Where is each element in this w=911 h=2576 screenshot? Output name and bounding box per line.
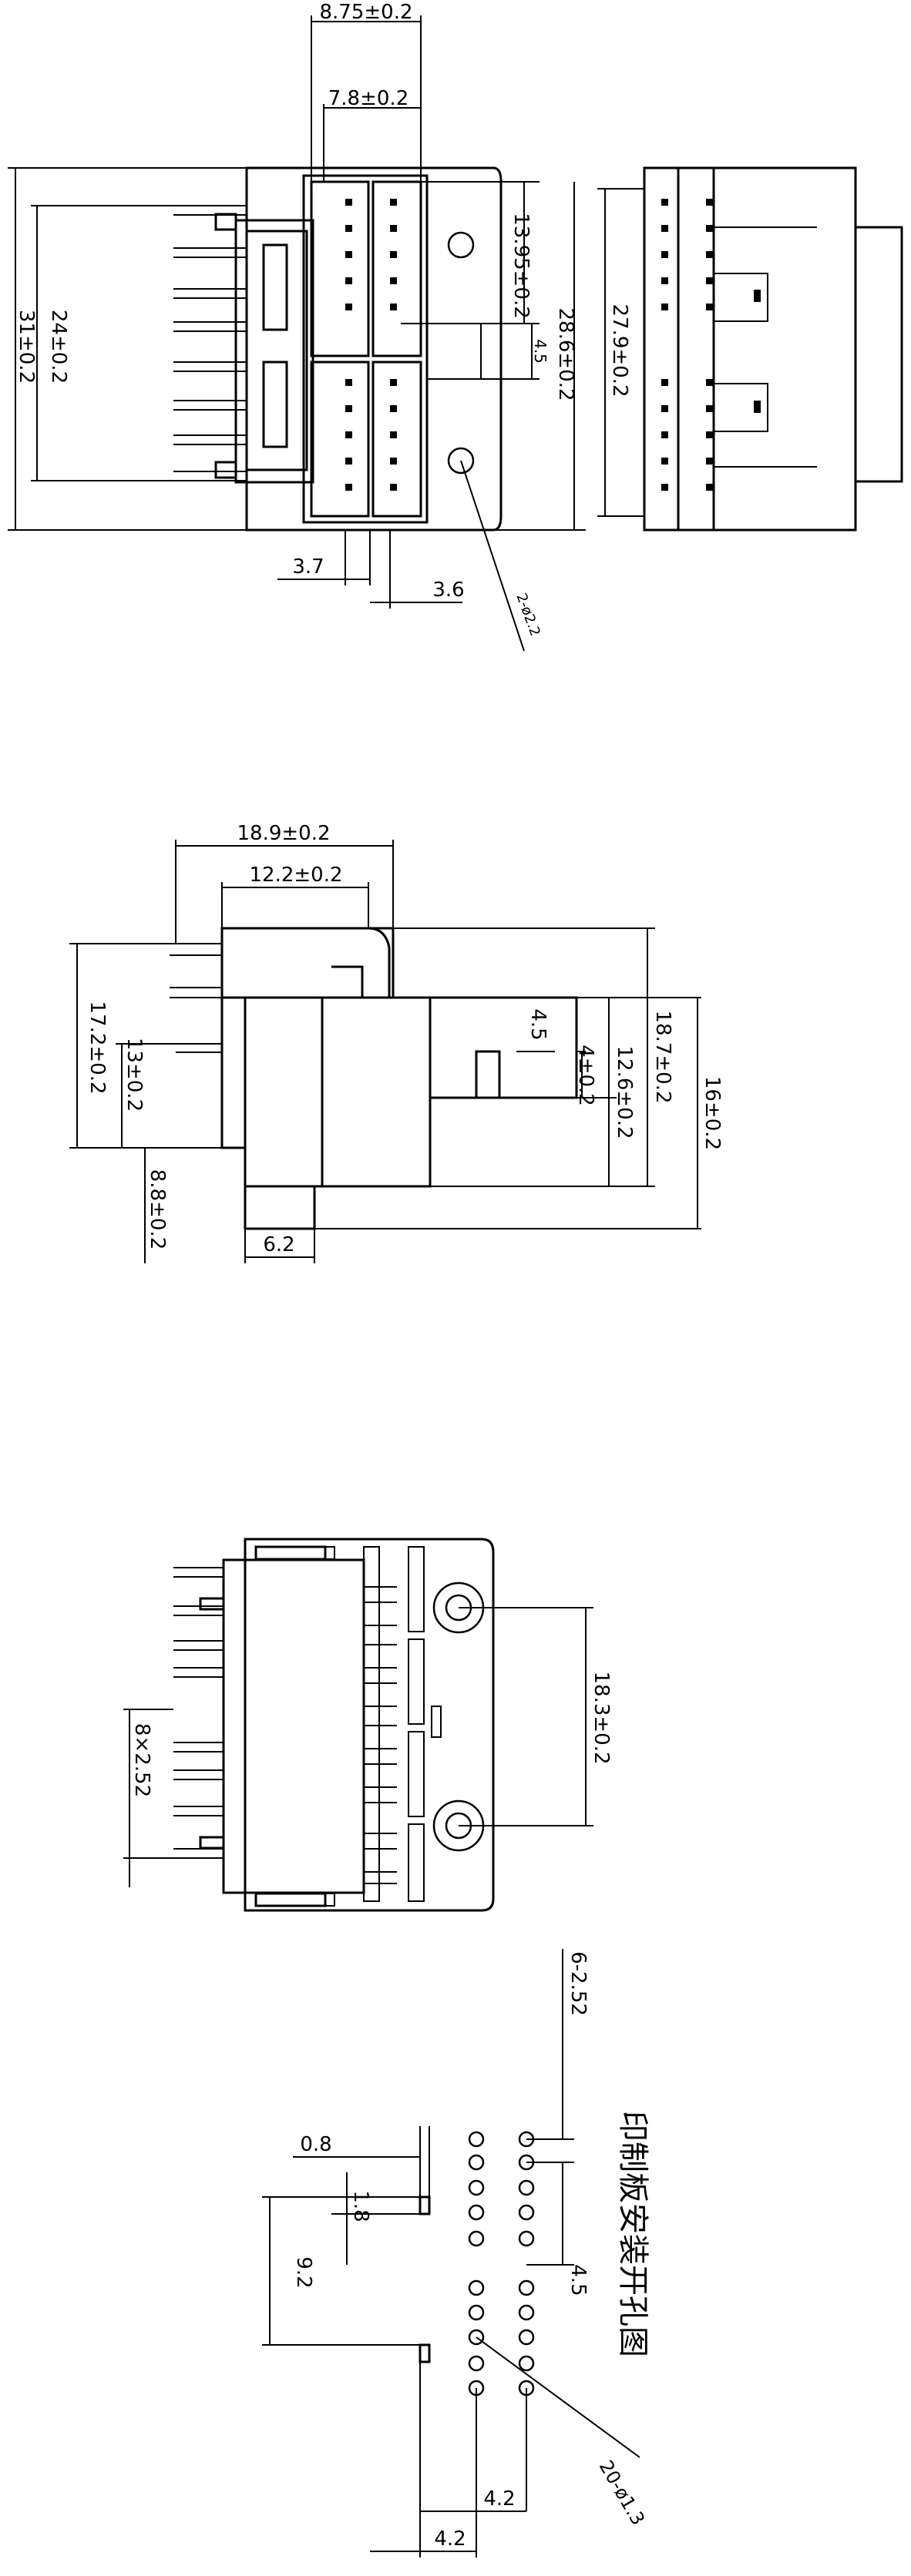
dim-7-8: 7.8±0.2 xyxy=(328,87,408,110)
dim-4-5: 4.5 xyxy=(566,2264,590,2296)
dim-12-2: 12.2±0.2 xyxy=(249,864,342,887)
dim-13: 13±0.2 xyxy=(123,1038,146,1112)
dim-8-8: 8.8±0.2 xyxy=(146,1169,169,1249)
dim-16: 16±0.2 xyxy=(701,1076,724,1150)
dim-18-9: 18.9±0.2 xyxy=(237,822,330,845)
top-view: 8.75±0.2 7.8±0.2 24±0.2 31±0.2 13.95±0.2… xyxy=(8,1,903,652)
dim-3-7: 3.7 xyxy=(292,555,324,579)
dim-31: 31±0.2 xyxy=(15,310,38,384)
pcb-layout-title: 印制板安装开孔图 xyxy=(615,2111,650,2357)
pcb-layout-view: 6-2.52 0.8 1.8 9.2 4.5 4.2 4.2 20-ø1.3 印… xyxy=(262,1949,650,2558)
dim-18-3: 18.3±0.2 xyxy=(590,1671,613,1764)
dim-slot-4: 4±0.2 xyxy=(574,1045,597,1106)
dim-8-75: 8.75±0.2 xyxy=(319,1,412,24)
dim-6-2: 6.2 xyxy=(263,1233,294,1256)
dim-1-8: 1.8 xyxy=(349,2190,372,2222)
dim-6-2-52: 6-2.52 xyxy=(566,1951,590,2016)
side-view: 18.9±0.2 12.2±0.2 17.2±0.2 13±0.2 8.8±0.… xyxy=(69,822,724,1263)
dim-13-95: 13.95±0.2 xyxy=(509,213,533,319)
dim-24: 24±0.2 xyxy=(47,310,70,384)
dim-3-6: 3.6 xyxy=(432,579,464,602)
dim-12-6: 12.6±0.2 xyxy=(613,1045,636,1139)
dim-9-2: 9.2 xyxy=(292,2256,315,2288)
dim-slot-4-5: 4.5 xyxy=(526,1008,550,1040)
dim-28-6: 28.6±0.2 xyxy=(554,307,577,401)
dim-17-2: 17.2±0.2 xyxy=(86,1001,109,1094)
bottom-view: 18.3±0.2 8×2.52 xyxy=(123,1538,613,1912)
dim-0-8: 0.8 xyxy=(300,2133,331,2156)
dim-20-holes: 20-ø1.3 xyxy=(595,2457,649,2529)
dim-key-4-5: 4.5 xyxy=(531,339,550,364)
dim-4-2-a: 4.2 xyxy=(483,2487,515,2511)
dim-4-2-b: 4.2 xyxy=(434,2527,466,2551)
dim-8x2-52: 8×2.52 xyxy=(130,1723,153,1797)
dim-18-7: 18.7±0.2 xyxy=(651,1010,674,1103)
dim-27-9: 27.9±0.2 xyxy=(608,304,631,397)
